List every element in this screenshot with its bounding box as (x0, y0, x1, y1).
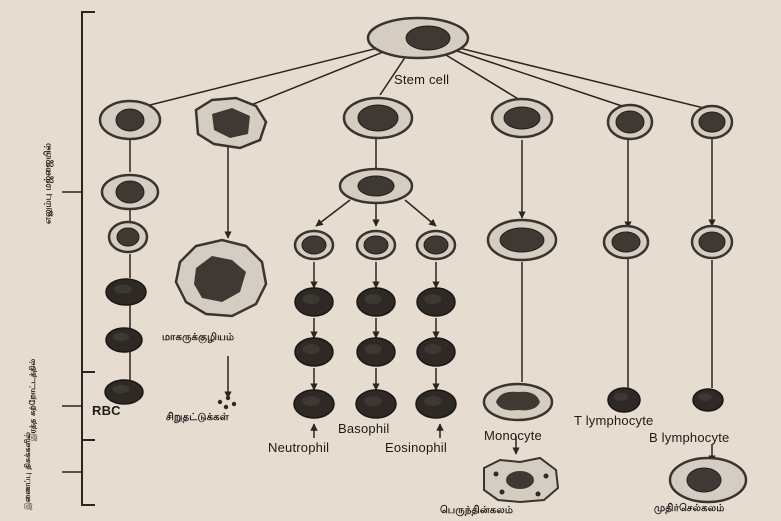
myelocyte-1-nucleus (364, 236, 388, 254)
macrophage (484, 458, 558, 502)
mature-granulocyte-2-highlight (424, 396, 442, 406)
megakaryoblast (196, 98, 266, 148)
b-lymphocyte-label: B lymphocyte (649, 430, 729, 445)
stem-cell-nucleus (406, 26, 450, 50)
macrophage-granule-1 (544, 474, 549, 479)
mature-granulocyte-1-highlight (364, 396, 382, 406)
myelocyte-0 (295, 231, 333, 259)
t-lymphocyte-label: T lymphocyte (574, 413, 653, 428)
monocyte (484, 384, 552, 420)
band-cell-1 (357, 338, 395, 366)
plasma-cell-nucleus (687, 468, 721, 492)
reticulocyte-highlight (113, 333, 129, 341)
erythroblast (109, 222, 147, 252)
myeloblast-nucleus (358, 105, 398, 131)
macrophage-granule-0 (494, 472, 499, 477)
b-lymphoblast-nucleus (699, 112, 725, 132)
promonocyte (488, 220, 556, 260)
promyelocyte-nucleus (358, 176, 394, 196)
tissue-bracket (82, 440, 95, 505)
erythroblast-nucleus (117, 228, 139, 246)
reticulocyte (106, 328, 142, 352)
megakaryocyte (176, 240, 266, 316)
platelets (218, 396, 236, 409)
mature-granulocyte-1 (356, 390, 396, 418)
connective-tissue-side-label: இணைப்பு திசுக்களில் (23, 421, 33, 521)
platelet-1 (226, 396, 230, 400)
platelet-2 (232, 402, 236, 406)
monoblast-nucleus (504, 107, 540, 129)
macrophage-label: பெருந்தின்கலம் (440, 505, 513, 517)
normoblast-highlight (114, 284, 132, 293)
band-cell-2 (417, 338, 455, 366)
bone-marrow-bracket (82, 12, 95, 372)
prolymphocyte-b-nucleus (699, 232, 725, 252)
band-cell-2-highlight (424, 344, 441, 354)
metamyelocyte-1 (357, 288, 395, 316)
proerythroblast-nucleus (116, 181, 144, 203)
monoblast (492, 99, 552, 137)
eosinophil-label: Eosinophil (385, 440, 447, 455)
rbc-cell (105, 380, 143, 404)
rbc-label: RBC (92, 403, 121, 418)
neutrophil-label: Neutrophil (268, 440, 329, 455)
t-lymphoblast-nucleus (616, 111, 644, 133)
plasma-cell-label: முதிர்செல்கலம் (654, 503, 725, 515)
macrophage-granule-3 (500, 490, 505, 495)
eosinophil-branch (405, 200, 436, 226)
myeloblast (344, 98, 412, 138)
mature-granulocyte-0 (294, 390, 334, 418)
myelocyte-2 (417, 231, 455, 259)
myelocyte-1 (357, 231, 395, 259)
basophil-label: Basophil (338, 421, 389, 436)
bone-marrow-side-label: எலும்பு மஜ்ஜையில் (44, 129, 55, 239)
metamyelocyte-2-highlight (424, 294, 441, 304)
t-lymphoblast (608, 105, 652, 139)
platelet-0 (218, 400, 222, 404)
stem-cell-label: Stem cell (394, 72, 449, 87)
myelocyte-2-nucleus (424, 236, 448, 254)
prolymphocyte-b (692, 226, 732, 258)
prolymphocyte-t-nucleus (612, 232, 640, 252)
megakaryocyte-label: மாகருக்குழியம் (162, 332, 234, 344)
rbc-progenitor (100, 101, 160, 139)
b-lymphocyte-highlight (698, 393, 712, 401)
macrophage-nucleus (506, 471, 534, 489)
metamyelocyte-1-highlight (364, 294, 381, 304)
platelets-label: சிறுதட்டுக்கள் (166, 412, 229, 424)
stem-cell (368, 18, 468, 58)
t-lymphocyte-highlight (614, 393, 628, 401)
myelocyte-0-nucleus (302, 236, 326, 254)
metamyelocyte-0-highlight (302, 294, 319, 304)
metamyelocyte-2 (417, 288, 455, 316)
stage-brackets (62, 12, 95, 505)
metamyelocyte-0 (295, 288, 333, 316)
platelet-3 (224, 405, 228, 409)
rbc-progenitor-nucleus (116, 109, 144, 131)
promyelocyte (340, 169, 412, 203)
band-cell-0-highlight (302, 344, 319, 354)
b-lymphocyte (693, 389, 723, 411)
proerythroblast (102, 175, 158, 209)
band-cell-1-highlight (364, 344, 381, 354)
band-cell-0 (295, 338, 333, 366)
macrophage-granule-2 (536, 492, 541, 497)
prolymphocyte-t (604, 226, 648, 258)
monocyte-label: Monocyte (484, 428, 542, 443)
rbc-cell-highlight (112, 385, 129, 393)
plasma-cell (670, 458, 746, 502)
t-lymphocyte (608, 388, 640, 412)
normoblast (106, 279, 146, 305)
monocyte-nucleus (496, 392, 540, 411)
mature-granulocyte-2 (416, 390, 456, 418)
b-lymphoblast (692, 106, 732, 138)
neutrophil-branch (316, 200, 350, 226)
mature-granulocyte-0-highlight (302, 396, 320, 406)
promonocyte-nucleus (500, 228, 544, 252)
